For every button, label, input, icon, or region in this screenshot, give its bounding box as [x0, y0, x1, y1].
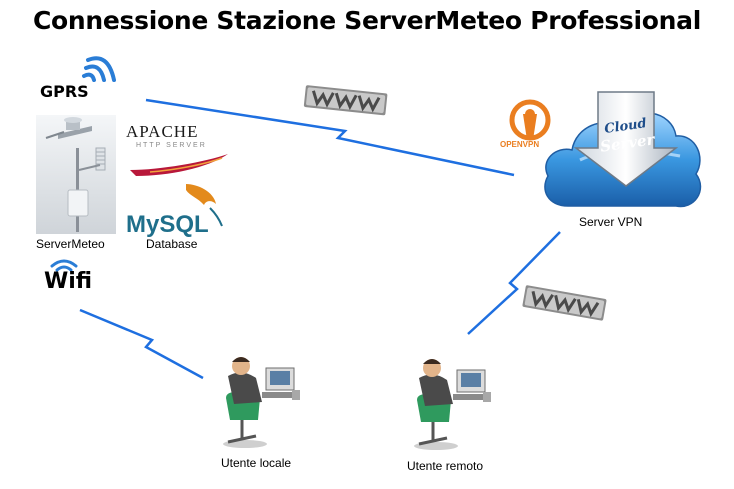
- station-label: ServerMeteo: [36, 237, 105, 251]
- weather-station-image: [36, 115, 116, 234]
- page-title: Connessione Stazione ServerMeteo Profess…: [32, 6, 701, 35]
- openvpn-logo-text: OPENVPN: [500, 140, 539, 149]
- database-label: Database: [146, 237, 198, 251]
- mysql-logo-text: MySQL: [126, 211, 209, 238]
- server-vpn-label: Server VPN: [579, 215, 643, 229]
- www-badge-bottom: [522, 285, 607, 321]
- remote-user-label: Utente remoto: [407, 459, 484, 473]
- gprs-label: GPRS: [40, 82, 89, 101]
- wifi-label: Wifi: [44, 269, 93, 294]
- www-badge-top: [303, 85, 388, 116]
- apache-sub-text: HTTP SERVER: [136, 142, 207, 149]
- link-server-remote: [467, 231, 561, 335]
- wifi-signal-icon: [50, 259, 78, 272]
- link-wifi-local: [79, 308, 204, 380]
- apache-feather-icon: [130, 154, 228, 176]
- local-user-figure: [223, 357, 300, 448]
- cloud-label-line1: Cloud: [603, 116, 647, 137]
- openvpn-logo-icon: [509, 99, 551, 141]
- mysql-dolphin-icon: [186, 184, 216, 205]
- local-user-label: Utente locale: [221, 456, 292, 470]
- gprs-signal-icon: [82, 56, 116, 82]
- cloud-server-icon: [544, 91, 702, 208]
- apache-logo-text: APACHE: [126, 122, 198, 141]
- remote-user-figure: [414, 359, 491, 450]
- link-station-server: [145, 98, 515, 177]
